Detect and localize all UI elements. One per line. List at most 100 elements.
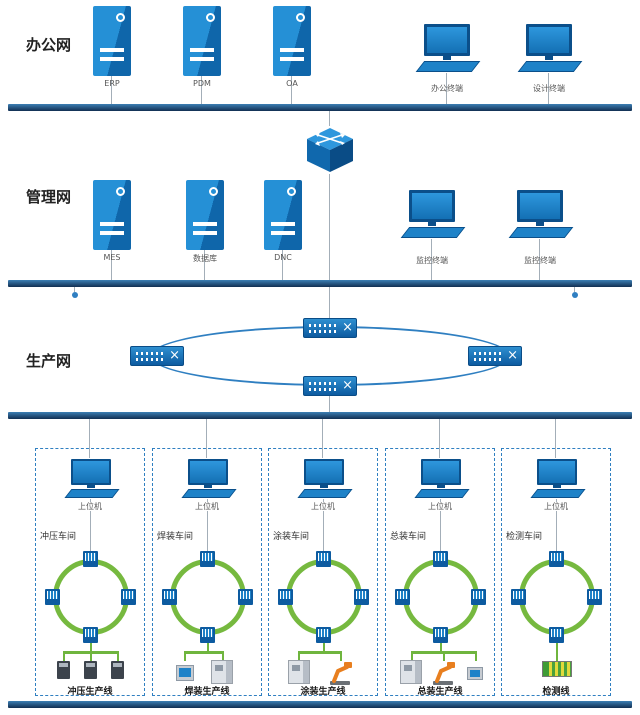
server-tower-icon [186,180,224,250]
switch-arrows-icon [169,347,180,365]
production-line-label: 总装生产线 [417,687,463,697]
connector-line [206,419,207,458]
workshop-name-label: 总装车间 [390,532,427,542]
control-cabinet-icon [211,660,233,684]
switch-arrows-icon [507,347,518,365]
ethernet-ring [519,559,595,635]
ethernet-ring [286,559,362,635]
connector-line [282,250,283,280]
robot-arm-icon [330,662,352,685]
servo-drive-icon [57,661,70,679]
connector-line [201,76,202,104]
host-computer-label: 上位机 [153,501,261,512]
plc-module-icon [278,589,293,605]
plc-module-icon [316,551,331,567]
connector-line [539,239,540,280]
server-label: MES [103,253,121,262]
switch-icon [303,376,357,396]
connector-line [548,73,549,104]
workshop-box: 上位机 总装车间 总装生产线 [385,448,495,697]
terminal-label: 监控终端 [524,256,556,265]
robot-arm-icon [433,662,455,685]
green-connector [340,654,342,661]
desktop-computer-icon [424,24,470,60]
workshop-box: 上位机 检测车间 检测线 [501,448,611,697]
production-network-bus [8,412,632,419]
plc-module-icon [200,551,215,567]
connector-line [207,499,208,551]
host-computer-label-text: 上位机 [542,502,570,511]
plc-module-icon [200,627,215,643]
connector-line [431,239,432,280]
plc-module-icon [471,589,486,605]
connector-line [74,287,75,292]
production-network-label: 生产网 [26,352,72,370]
plc-rack-icon [542,661,572,677]
terminal-label: 设计终端 [533,84,565,93]
production-line-label: 涂装生产线 [300,687,346,697]
workshop-box: 上位机 冲压车间 冲压生产线 [35,448,145,697]
hmi-panel-icon [467,667,483,680]
green-connector [443,654,445,661]
connector-line [329,174,330,280]
connector-line [329,111,330,126]
switch-icon [130,346,184,366]
switch-arrows-icon [342,377,353,395]
green-connector [440,643,442,651]
connector-line [322,419,323,458]
plc-module-icon [433,551,448,567]
control-cabinet-icon [288,660,310,684]
plc-module-icon [45,589,60,605]
ethernet-ring [53,559,129,635]
connector-line [446,73,447,104]
workshop-box: 上位机 涂装车间 涂装生产线 [268,448,378,697]
server-label: DNC [274,253,292,262]
connector-line [111,76,112,104]
plc-module-icon [549,627,564,643]
workshop-box: 上位机 焊装车间 焊装生产线 [152,448,262,697]
green-connector [475,654,477,661]
green-connector [222,654,224,661]
management-network-label: 管理网 [26,188,72,206]
connector-line [555,419,556,458]
green-connector [556,643,558,661]
desktop-computer-icon [71,459,111,488]
servo-drive-icon [84,661,97,679]
connector-line [440,499,441,551]
plc-module-icon [587,589,602,605]
desktop-computer-icon [304,459,344,488]
core-switch-icon [307,128,353,172]
connector-line [574,287,575,292]
plc-module-icon [395,589,410,605]
host-computer-label-text: 上位机 [426,502,454,511]
server-tower-icon [264,180,302,250]
host-computer-label: 上位机 [502,501,610,512]
controller-icon [176,665,194,681]
connector-line [291,76,292,104]
connector-line [329,287,330,318]
plc-module-icon [316,627,331,643]
workshop-name-label: 检测车间 [506,532,543,542]
connector-line [90,499,91,551]
ethernet-ring [403,559,479,635]
green-connector [207,643,209,651]
connector-line [556,499,557,551]
production-line-label: 冲压生产线 [67,687,113,697]
green-connector [90,643,92,651]
servo-drive-icon [111,661,124,679]
workshop-name-label: 冲压车间 [40,532,77,542]
connector-line [89,419,90,458]
host-computer-label: 上位机 [269,501,377,512]
connector-line [111,250,112,280]
ethernet-ring [170,559,246,635]
switch-arrows-icon [342,319,353,337]
connector-line [204,250,205,280]
switch-icon [303,318,357,338]
desktop-computer-icon [517,190,563,226]
green-connector [323,643,325,651]
production-line-label: 检测线 [542,687,570,697]
green-bus-line [184,651,224,654]
server-tower-icon [273,6,311,76]
plc-module-icon [354,589,369,605]
management-network-bus [8,280,632,287]
